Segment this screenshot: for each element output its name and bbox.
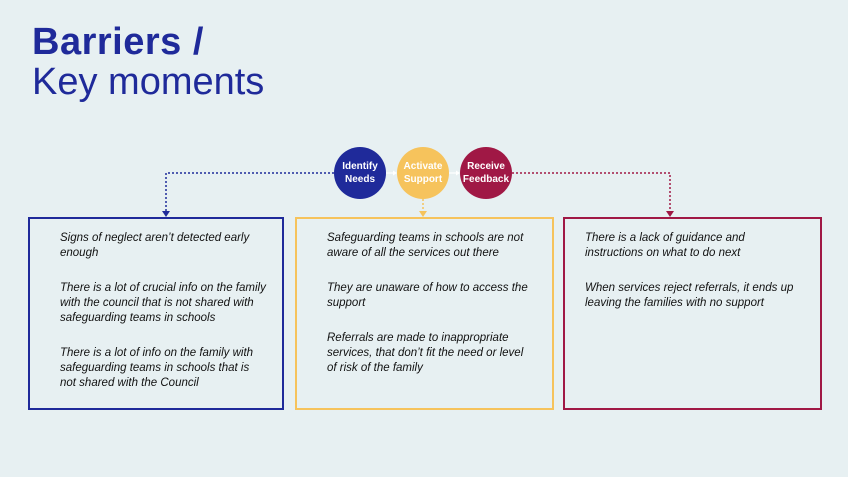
barrier-item: There is a lack of guidance and instruct… xyxy=(585,232,745,259)
barrier-item: There is a lot of info on the family wit… xyxy=(60,347,254,389)
arrow-2-3 xyxy=(456,170,460,176)
title-line-2: Key moments xyxy=(32,61,265,103)
title-line-1: Barriers / xyxy=(32,21,204,63)
barrier-item: Safeguarding teams in schools are not aw… xyxy=(327,232,524,259)
barrier-item: They are unaware of how to access the su… xyxy=(327,282,528,309)
barrier-card-feedback: There is a lack of guidance and instruct… xyxy=(563,217,822,410)
arrowhead-identify xyxy=(162,211,170,217)
barrier-card-activate: Safeguarding teams in schools are not aw… xyxy=(295,217,554,410)
barrier-item: Referrals are made to inappropriate serv… xyxy=(327,332,524,374)
stage-activate-support: Activate Support xyxy=(397,147,449,199)
arrow-1-2 xyxy=(393,170,397,176)
barrier-card-identify: Signs of neglect aren’t detected early e… xyxy=(28,217,284,410)
barrier-item: There is a lot of crucial info on the fa… xyxy=(60,282,266,324)
page-title: Barriers / Key moments xyxy=(32,22,264,102)
arrowhead-activate xyxy=(419,211,427,217)
barrier-item: Signs of neglect aren’t detected early e… xyxy=(60,232,250,259)
barrier-item: When services reject referrals, it ends … xyxy=(585,282,794,309)
stage-receive-feedback: Receive Feedback xyxy=(460,147,512,199)
arrowhead-feedback xyxy=(666,211,674,217)
stage-identify-needs: Identify Needs xyxy=(334,147,386,199)
connector-identify xyxy=(165,172,334,212)
connector-feedback xyxy=(512,172,671,212)
